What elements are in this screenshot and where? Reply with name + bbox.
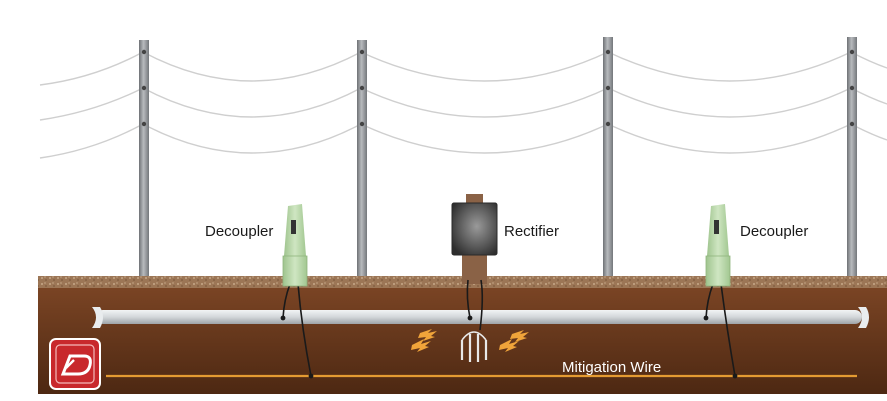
- power-lines: [39, 51, 887, 159]
- pole-1: [139, 40, 149, 280]
- pipeline: [92, 307, 869, 328]
- company-logo-icon: [49, 338, 101, 390]
- mitigation-wire-label: Mitigation Wire: [562, 359, 661, 376]
- anode-rods-icon: [460, 331, 488, 362]
- connection-points: [280, 315, 738, 379]
- pole-4: [847, 37, 857, 280]
- current-flow-arrow-icon: [411, 329, 529, 352]
- decoupler-right: [705, 204, 731, 287]
- pole-2: [357, 40, 367, 280]
- rectifier-label: Rectifier: [504, 223, 559, 240]
- utility-poles: [139, 37, 857, 280]
- pole-3: [603, 37, 613, 280]
- decoupler-left: [282, 204, 308, 287]
- rectifier-box: [451, 202, 498, 256]
- decoupler-right-label: Decoupler: [740, 223, 808, 240]
- decoupler-left-label: Decoupler: [205, 223, 273, 240]
- decoupler-leads: [282, 279, 736, 377]
